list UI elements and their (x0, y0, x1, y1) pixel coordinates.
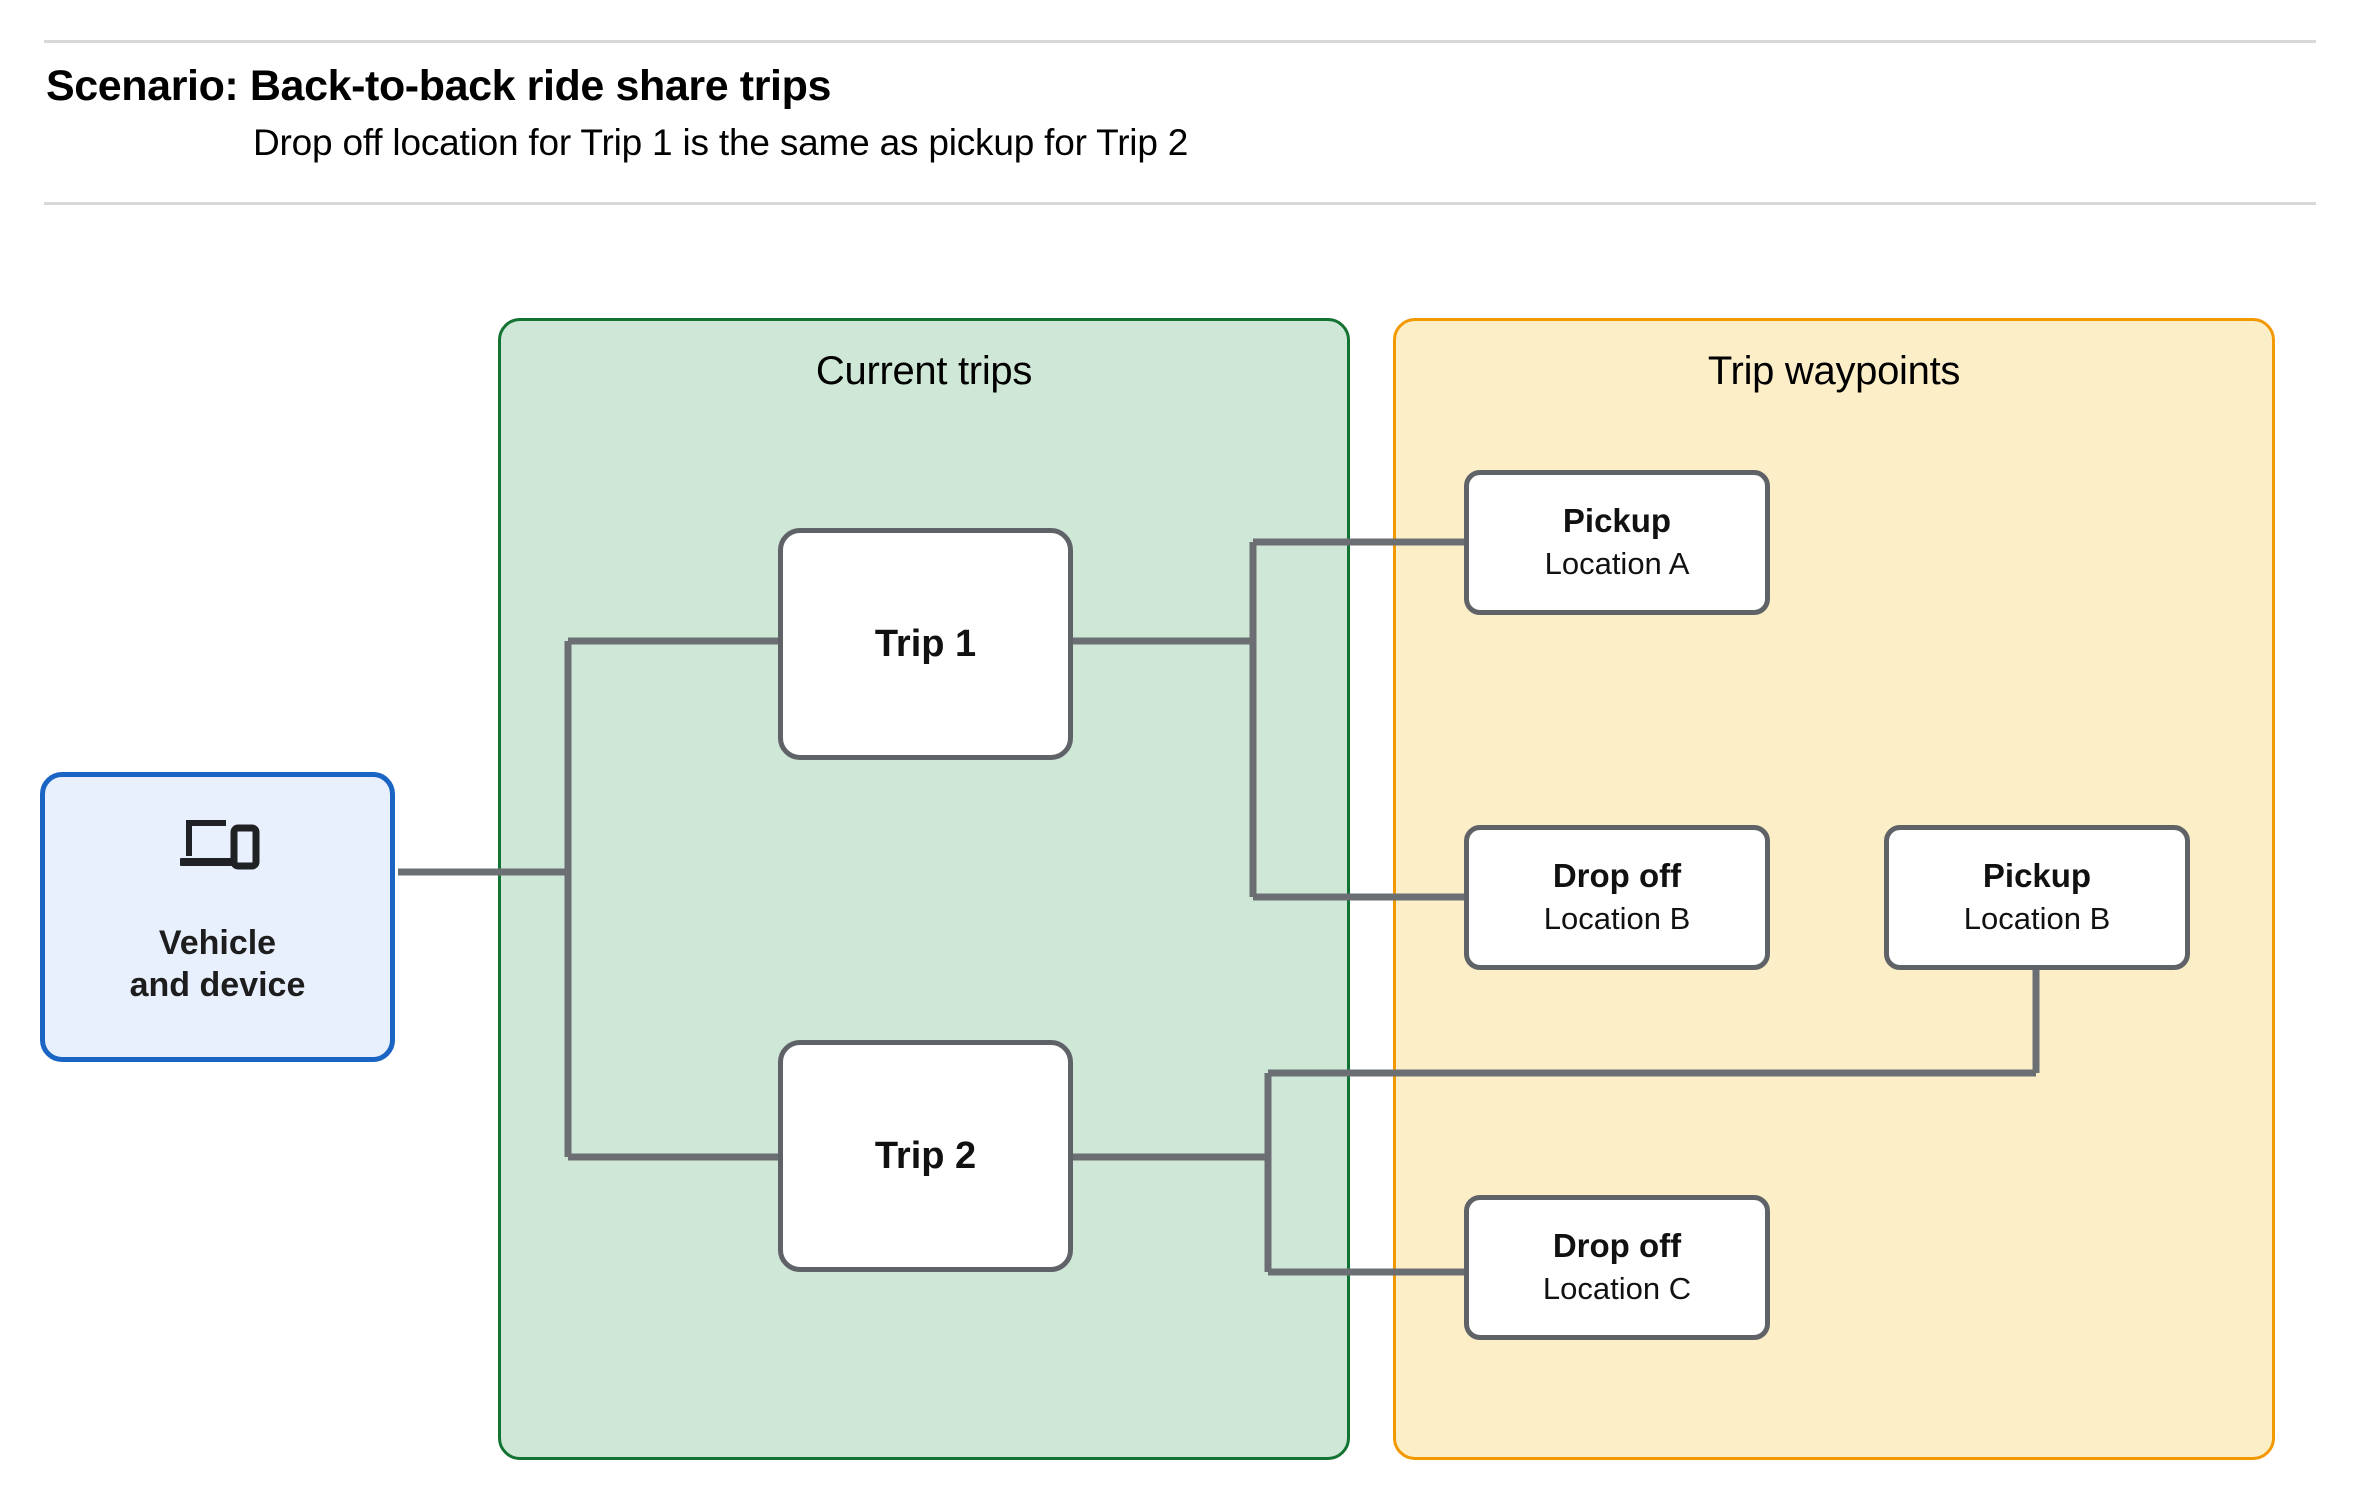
node-trip-1-label: Trip 1 (874, 622, 977, 665)
node-dropoff-c-subtitle: Location C (1542, 1270, 1692, 1306)
page-title: Scenario: Back-to-back ride share trips (46, 62, 831, 110)
node-pickup-a-title: Pickup (1562, 501, 1672, 539)
node-dropoff-b-title: Drop off (1552, 856, 1682, 894)
node-vehicle-label: Vehicle and device (129, 924, 306, 1004)
node-pickup-location-a[interactable]: Pickup Location A (1464, 470, 1770, 615)
group-current-trips-title: Current trips (815, 349, 1033, 393)
node-pickup-location-b[interactable]: Pickup Location B (1884, 825, 2190, 970)
header-divider-top (44, 40, 2316, 43)
node-dropoff-location-b[interactable]: Drop off Location B (1464, 825, 1770, 970)
node-dropoff-b-subtitle: Location B (1543, 900, 1691, 936)
node-trip-2-label: Trip 2 (874, 1134, 977, 1177)
node-pickup-b-subtitle: Location B (1963, 900, 2111, 936)
node-trip-1[interactable]: Trip 1 (778, 528, 1073, 760)
header: Scenario: Back-to-back ride share trips … (0, 0, 2357, 205)
laptop-and-phone-icon (176, 814, 260, 879)
node-pickup-b-title: Pickup (1982, 856, 2092, 894)
node-pickup-a-subtitle: Location A (1544, 545, 1690, 581)
node-trip-2[interactable]: Trip 2 (778, 1040, 1073, 1272)
group-trip-waypoints-title: Trip waypoints (1707, 349, 1961, 393)
header-divider-bottom (44, 202, 2316, 205)
page-subtitle: Drop off location for Trip 1 is the same… (253, 122, 1189, 163)
node-dropoff-c-title: Drop off (1552, 1226, 1682, 1264)
node-vehicle-and-device[interactable]: Vehicle and device (40, 772, 395, 1062)
group-current-trips: Current trips (498, 318, 1350, 1460)
node-dropoff-location-c[interactable]: Drop off Location C (1464, 1195, 1770, 1340)
